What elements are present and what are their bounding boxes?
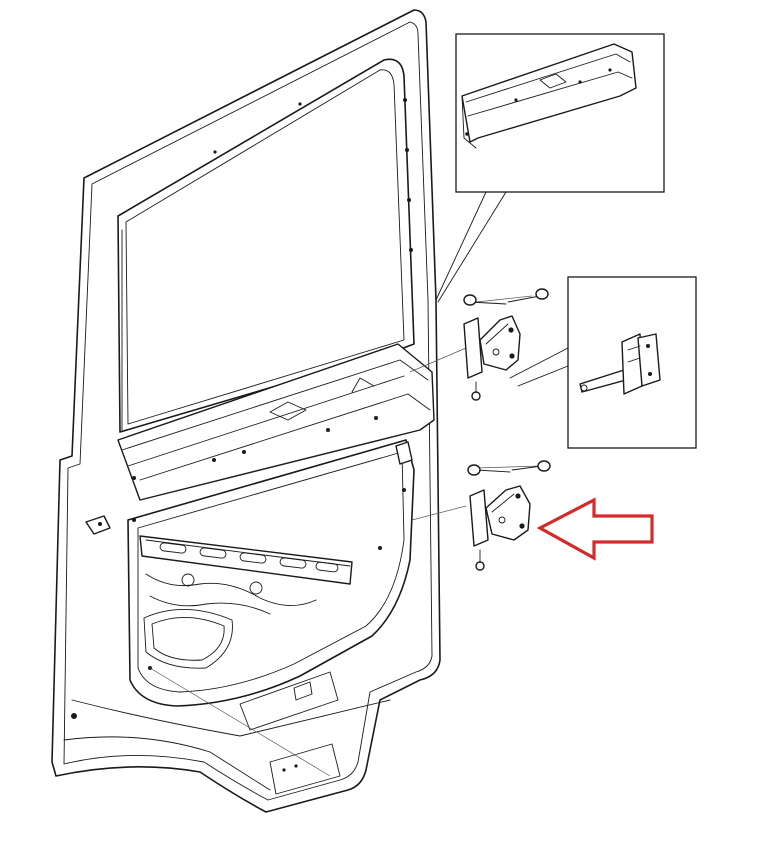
door-check-strap <box>509 276 697 449</box>
lower-hinge <box>467 460 551 571</box>
leader-lines <box>149 295 541 777</box>
door-shell <box>51 9 441 813</box>
highlight-arrow <box>536 497 654 561</box>
beam-slots <box>159 542 339 573</box>
top-reinforcement-detail <box>435 33 665 303</box>
upper-hinge <box>463 288 549 401</box>
